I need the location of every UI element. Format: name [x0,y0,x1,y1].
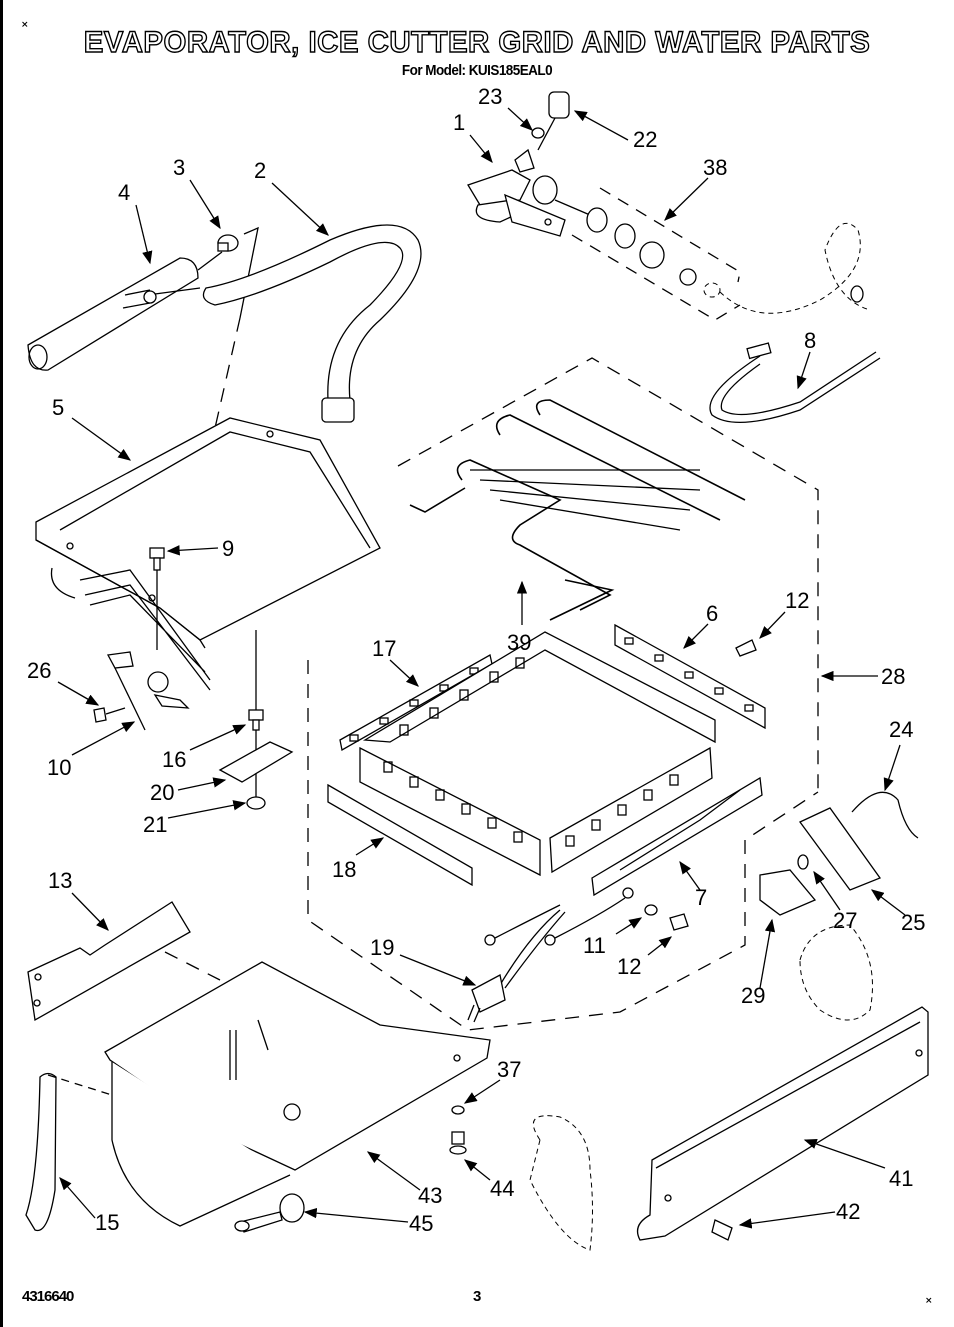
callout-16: 16 [162,747,186,772]
part-11-washer [644,904,658,916]
part-22-cap [537,91,570,151]
ice-cutter-frame [359,631,716,877]
part-45-foot [234,1193,305,1233]
callout-20: 20 [150,780,174,805]
callout-21: 21 [143,812,167,837]
part-44-screw [449,1131,467,1155]
callout-23: 23 [478,84,502,109]
part-8-water-tube [709,342,881,424]
part-3-grommet [154,226,259,319]
callout-19: 19 [370,935,394,960]
callout-15: 15 [95,1210,119,1235]
callout-11: 11 [583,933,606,958]
part-2-hose [202,224,422,423]
hidden-part-outline [529,1115,593,1251]
callout-1: 1 [453,110,465,135]
part-42-screw [711,1219,733,1241]
callout-45: 45 [409,1211,433,1236]
callout-41: 41 [889,1166,913,1191]
callout-42: 42 [836,1199,860,1224]
part-7-rail [591,776,763,897]
part-10-bracket [106,651,190,731]
part-12-screw [735,639,757,657]
part-24-wire [851,791,919,839]
callout-39: 39 [507,630,531,655]
callout-7: 7 [695,885,707,910]
document-part-number: 4316640 [22,1288,74,1305]
hidden-part-outline [799,924,873,1021]
part-28-assembly-outline [307,357,819,1031]
registration-mark: × [925,1296,933,1306]
page-number: 3 [473,1288,482,1305]
part-26-screw [93,707,126,723]
callout-3: 3 [173,155,185,180]
callout-4: 4 [118,180,130,205]
alignment-line [164,951,221,981]
part-4-drain-tube [27,257,199,371]
callout-22: 22 [633,127,657,152]
part-9-screw [149,547,165,650]
part-39-evaporator-grid [409,399,746,621]
part-20-bracket [218,741,294,783]
part-1-water-valve [467,148,591,237]
part-15-drain-hose [25,1072,113,1232]
model-subtitle: For Model: KUIS185EAL0 [401,62,553,79]
callout-5: 5 [52,395,64,420]
callout-38: 38 [703,155,727,180]
part-29-bracket [759,869,817,916]
callout-29: 29 [741,983,765,1008]
callout-26: 26 [27,658,51,683]
part-41-cover [636,1006,929,1241]
part-12-screw [669,913,689,931]
part-25-bracket [799,807,882,891]
callout-24: 24 [889,717,913,742]
callout-labels: 1 2 3 4 5 6 7 8 9 10 11 12 12 13 15 16 1… [27,84,925,1236]
part-19-wire-harness [467,887,634,1023]
callout-43: 43 [418,1183,442,1208]
part-6-rail [614,623,766,730]
callout-6: 6 [706,601,718,626]
part-37-washer [451,1105,465,1115]
part-18-rail [327,783,473,887]
callout-37: 37 [497,1057,521,1082]
callout-12: 12 [617,954,641,979]
callout-2: 2 [254,158,266,183]
callout-10: 10 [47,755,71,780]
callout-12: 12 [785,588,809,613]
part-5-evaporator-pan [35,417,381,691]
part-13-bracket [27,901,191,1022]
part-21-nut [246,796,266,810]
callout-18: 18 [332,857,356,882]
part-23-washer [531,127,545,139]
callout-27: 27 [833,908,857,933]
registration-mark: × [21,20,29,30]
page-title: EVAPORATOR, ICE CUTTER GRID AND WATER PA… [83,25,871,59]
callout-28: 28 [881,664,905,689]
leader-lines [57,107,906,1229]
callout-8: 8 [804,328,816,353]
part-27-bulb [797,854,809,870]
callout-13: 13 [48,868,72,893]
page-left-border [0,0,3,1327]
part-43-bin [104,961,491,1227]
callout-17: 17 [372,636,396,661]
callout-44: 44 [490,1176,514,1201]
callout-9: 9 [222,536,234,561]
part-17-rail [339,654,493,752]
callout-25: 25 [901,910,925,935]
part-38-fitting-kit [571,187,871,321]
